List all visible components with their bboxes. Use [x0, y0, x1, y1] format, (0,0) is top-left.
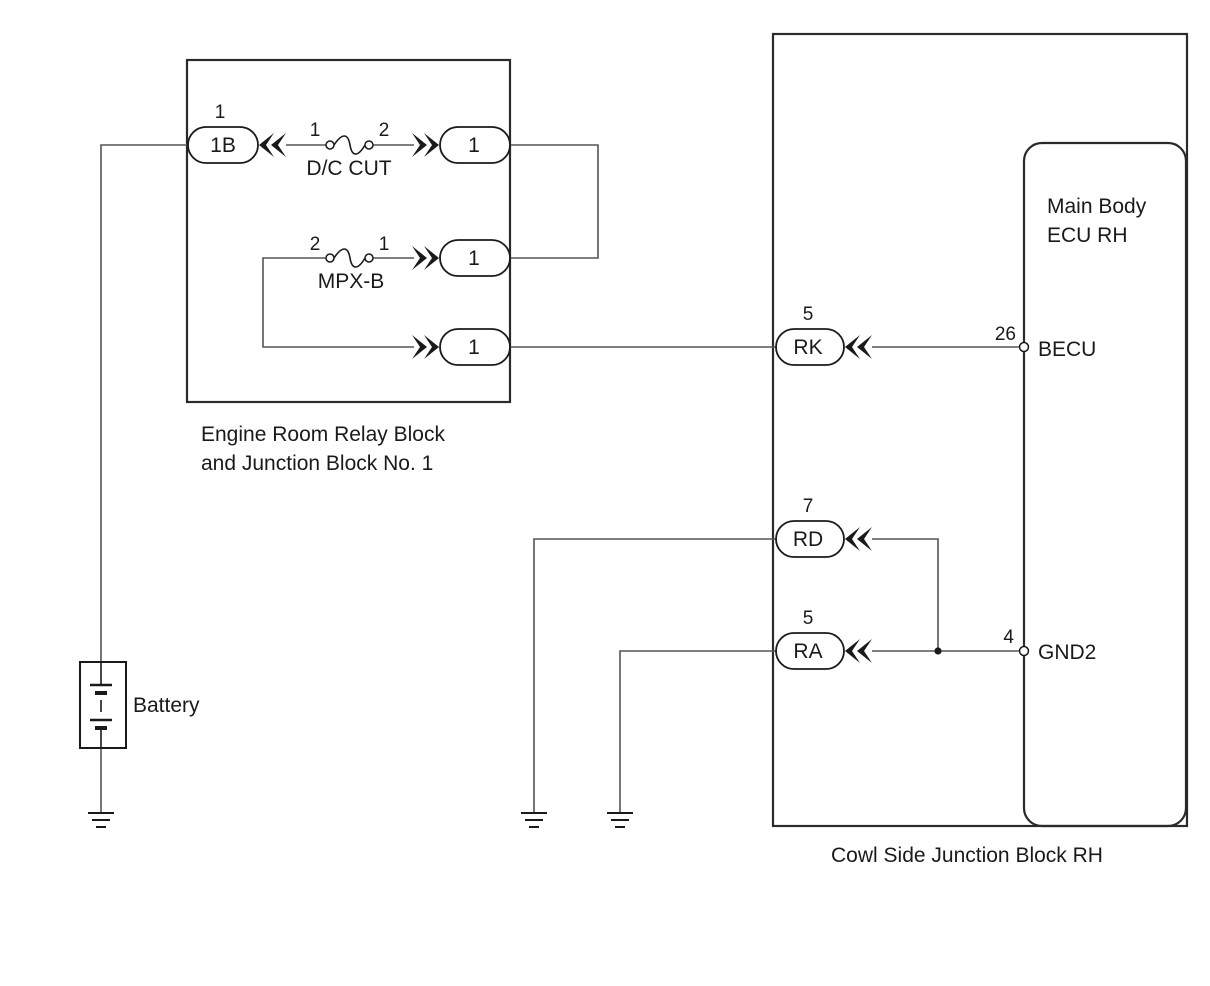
- wire-mpx-b-to-out: [262, 257, 414, 348]
- connector-1b-chevron-icon: [259, 133, 274, 157]
- fuse-mpx-b: 2 1 MPX-B: [310, 234, 390, 293]
- fuse-mpx-b-icon: [333, 248, 366, 268]
- connector-ra-label: RA: [793, 640, 822, 663]
- connector-rd-chevron-icon: [845, 527, 860, 551]
- cowl-side-junction-block-outline: [771, 32, 1189, 828]
- connector-mpx-b-out-chevron-icon: [412, 335, 427, 359]
- connector-1b: [187, 126, 259, 164]
- battery-symbol: [79, 661, 127, 749]
- fuse-dc-cut: 1 2 D/C CUT: [306, 120, 391, 180]
- connector-1b-label: 1B: [210, 134, 236, 157]
- ground-icon: [88, 812, 114, 828]
- connector-mpx-b-out-label: 1: [468, 336, 480, 359]
- fuse-dc-cut-terminal: [364, 140, 374, 150]
- connector-rd-pin: 7: [803, 496, 814, 517]
- connector-out-dc-cut-chevron-icon: [412, 133, 427, 157]
- connector-ra-chevron-icon: [845, 639, 860, 663]
- wire-rd-to-junction: [872, 538, 939, 651]
- fuse-mpx-b-pin-left: 2: [310, 234, 321, 255]
- fuse-dc-cut-icon: [333, 135, 366, 155]
- connector-rd-chevron-icon: [857, 527, 872, 551]
- fuse-dc-cut-pin-left: 1: [310, 120, 321, 141]
- connector-rk-chevron-icon: [845, 335, 860, 359]
- connector-ra: [775, 632, 845, 670]
- connector-mpx-b-out-chevron-icon: [424, 335, 439, 359]
- ground-icon: [607, 812, 633, 828]
- wire-ra-to-ground: [619, 650, 776, 812]
- fuse-mpx-b-label: MPX-B: [318, 270, 385, 293]
- battery-label: Battery: [133, 694, 200, 717]
- ecu-label-line2: ECU RH: [1047, 224, 1128, 247]
- connector-rk-label: RK: [793, 336, 822, 359]
- battery-icon: [79, 661, 127, 749]
- connector-rk-chevron-icon: [857, 335, 872, 359]
- connector-1b-pin: 1: [215, 102, 226, 123]
- fuse-dc-cut-label: D/C CUT: [306, 157, 391, 180]
- connector-out-dc-cut-chevron-icon: [424, 133, 439, 157]
- connector-mpx-b-in-chevron-icon: [424, 246, 439, 270]
- wire-battery-to-1b: [100, 144, 188, 662]
- connector-out-dc-cut-label: 1: [468, 134, 480, 157]
- ground-icon: [521, 812, 547, 828]
- junction-dot: [934, 647, 942, 655]
- fuse-dc-cut-pin-right: 2: [379, 120, 390, 141]
- connector-ra-chevron-icon: [857, 639, 872, 663]
- engine-room-block-label-line1: Engine Room Relay Block: [201, 423, 445, 446]
- connector-mpx-b-in: [439, 239, 511, 277]
- fuse-dc-cut-terminal: [325, 140, 335, 150]
- ecu-terminal-gnd2: [1018, 645, 1030, 657]
- cowl-side-block-label: Cowl Side Junction Block RH: [831, 844, 1103, 867]
- connector-out-dc-cut: [439, 126, 511, 164]
- fuse-mpx-b-terminal: [364, 253, 374, 263]
- fuse-mpx-b-terminal: [325, 253, 335, 263]
- ecu-terminal-becu-name: BECU: [1038, 338, 1096, 361]
- connector-rd-label: RD: [793, 528, 823, 551]
- engine-room-relay-block-outline: [185, 58, 512, 404]
- ecu-terminal-gnd2-pin: 4: [1003, 627, 1014, 648]
- wire-relay-loop: [510, 144, 599, 259]
- wires: [100, 144, 1020, 812]
- connector-ra-pin: 5: [803, 608, 814, 629]
- wire-rd-to-ground: [533, 538, 776, 812]
- connector-rd: [775, 520, 845, 558]
- ecu-label-line1: Main Body: [1047, 195, 1147, 218]
- connector-rk-pin: 5: [803, 304, 814, 325]
- engine-room-block-label-line2: and Junction Block No. 1: [201, 452, 433, 475]
- fuse-mpx-b-pin-right: 1: [379, 234, 390, 255]
- ecu-terminal-becu-pin: 26: [995, 324, 1016, 345]
- connector-mpx-b-in-chevron-icon: [412, 246, 427, 270]
- connector-rk: [775, 328, 845, 366]
- connector-mpx-b-in-label: 1: [468, 247, 480, 270]
- connector-1b-chevron-icon: [271, 133, 286, 157]
- ecu-terminal-gnd2-name: GND2: [1038, 641, 1096, 664]
- ecu-terminal-becu: [1018, 341, 1030, 353]
- connector-mpx-b-out: [439, 328, 511, 366]
- main-body-ecu-outline: [1022, 141, 1188, 828]
